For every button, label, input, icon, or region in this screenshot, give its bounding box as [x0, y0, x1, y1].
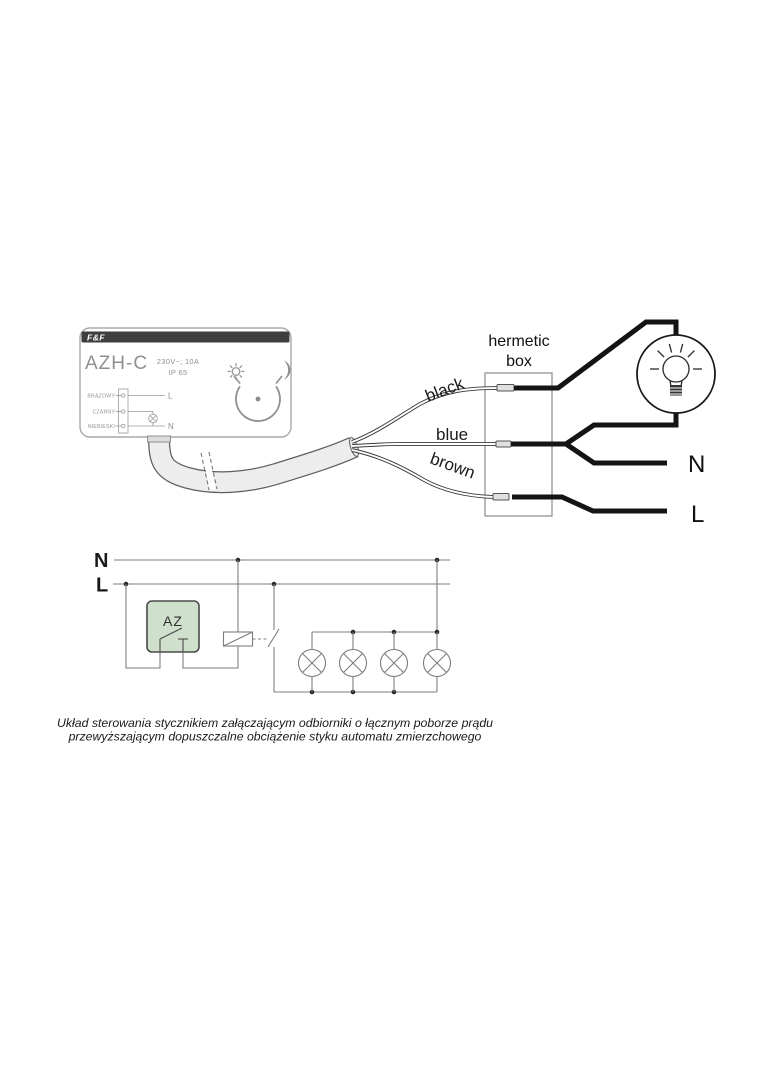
model-label: AZH-C — [85, 353, 148, 374]
hermetic-box-label-2: box — [506, 353, 532, 370]
hermetic-box-label-1: hermetic — [488, 333, 549, 350]
black-wire-label: black — [423, 374, 467, 406]
black-wire — [351, 386, 498, 444]
brown-wire-label: brown — [428, 449, 478, 483]
terminal-label-blue: NIEBIESKI — [88, 424, 115, 430]
caption-line-2: przewyższającym dopuszczalne obciążenie … — [68, 730, 482, 744]
cable-gland — [147, 435, 171, 443]
cable-break-gap — [202, 451, 216, 491]
neutral-terminal-label: N — [688, 451, 705, 478]
sensitivity-dial — [227, 360, 291, 422]
rating-voltage: 230V~; 10A — [157, 357, 199, 366]
device-panel: F&F AZH-C 230V~; 10A IP 65 BRĄZOWY CZARN… — [79, 327, 292, 438]
wire-to-live — [512, 494, 667, 514]
bulb-base — [670, 385, 682, 396]
device-cable — [147, 435, 360, 494]
terminal-label-black: CZARNY — [92, 410, 115, 416]
mini-neutral-label: N — [168, 422, 174, 431]
cable-break-mark — [200, 452, 210, 491]
wire-to-lamp — [514, 319, 679, 391]
terminal-block — [118, 388, 129, 434]
sun-icon — [227, 363, 245, 380]
dial-center-dot — [255, 396, 261, 402]
mini-line-label: L — [168, 392, 173, 401]
wire-to-neutral — [511, 413, 679, 466]
blue-wire-connector — [495, 440, 512, 448]
rating-ip: IP 65 — [169, 368, 188, 377]
caption-line-1: Układ sterowania stycznikiem załączający… — [57, 716, 493, 730]
lamp-icon — [338, 632, 368, 692]
brown-wire-connector — [492, 493, 510, 501]
moon-icon — [284, 360, 291, 380]
installation-wires: N L — [511, 319, 705, 528]
blue-wire-label: blue — [436, 425, 468, 444]
az-switch-symbol — [159, 627, 188, 652]
live-terminal-label: L — [691, 501, 704, 528]
lamp-icon — [379, 632, 409, 692]
lamp-icon — [297, 632, 327, 692]
neutral-rail-label: N — [94, 550, 108, 572]
contactor-contact-symbol — [267, 584, 280, 692]
black-wire-connector — [496, 384, 515, 392]
live-rail-label: L — [96, 575, 108, 597]
cable-wires: black blue brown — [351, 374, 515, 501]
bulb-icon — [636, 334, 716, 414]
brand-logo: F&F — [87, 333, 105, 343]
az-module-label: AZ — [163, 613, 183, 629]
cable-fill — [149, 436, 359, 492]
device-mini-schematic: BRĄZOWY CZARNY NIEBIESKI L N — [87, 388, 174, 434]
control-schematic: N L AZ — [94, 550, 452, 695]
device-header-bar — [81, 331, 290, 343]
lamp-icon — [422, 632, 452, 692]
terminal-label-brown: BRĄZOWY — [87, 394, 115, 400]
cable-break-mark — [208, 451, 218, 490]
dial-arc — [235, 385, 281, 422]
